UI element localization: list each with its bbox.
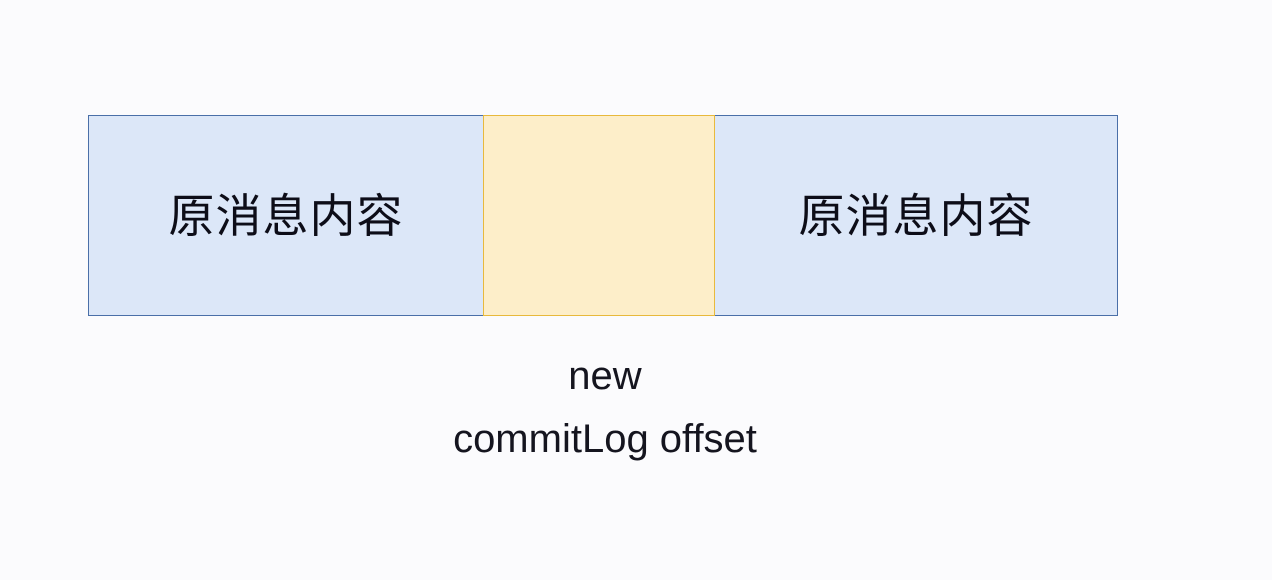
segment-new-message-middle <box>483 115 715 316</box>
segment-label-original-right: 原消息内容 <box>798 188 1034 243</box>
caption-line-new: new <box>568 354 642 398</box>
commitlog-segment-row: 原消息内容 原消息内容 <box>88 115 1118 316</box>
segment-original-message-right: 原消息内容 <box>715 115 1118 316</box>
segment-label-original-left: 原消息内容 <box>168 188 404 243</box>
segment-original-message-left: 原消息内容 <box>88 115 483 316</box>
caption-line-commitlog-offset: commitLog offset <box>453 417 757 461</box>
new-commitlog-offset-caption: new commitLog offset <box>355 345 855 471</box>
